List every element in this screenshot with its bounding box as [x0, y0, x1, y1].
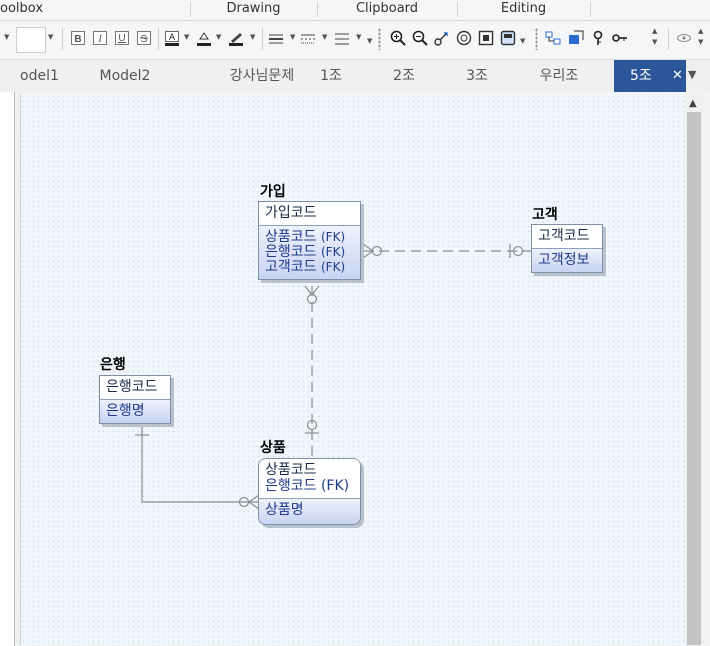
entity-product-title: 상품: [260, 440, 286, 456]
dropdown-arrow-icon[interactable]: ▼: [290, 33, 296, 41]
view-icon[interactable]: [676, 30, 692, 46]
ribbon-group-editing: Editing: [500, 1, 547, 16]
tab-instructor-problem[interactable]: 강사님문제: [229, 68, 295, 84]
left-panel: ✕: [0, 60, 20, 646]
entity-product[interactable]: 상품코드 은행코드 (FK) 상품명: [258, 458, 361, 525]
entity-bank-attr: 은행명: [106, 403, 145, 419]
relation-bank-product: [135, 427, 260, 510]
tab-team3[interactable]: 3조: [466, 68, 488, 84]
zoom-in-icon[interactable]: [390, 30, 406, 46]
entity-product-pk: 은행코드 (FK): [265, 478, 350, 494]
toolbar-grip-icon[interactable]: [535, 28, 538, 50]
overflow-arrow-icon[interactable]: ▲: [652, 27, 658, 35]
italic-icon[interactable]: I: [92, 30, 108, 46]
entity-join-pk: 가입코드: [265, 205, 317, 221]
entity-join[interactable]: 가입코드 상품코드 (FK) 은행코드 (FK) 고객코드 (FK): [258, 201, 361, 280]
display-options-icon[interactable]: [500, 30, 516, 46]
line-spacing-icon[interactable]: [334, 30, 350, 46]
entity-bank-pk: 은행코드: [106, 379, 158, 395]
overflow-arrow-icon[interactable]: ▼: [652, 38, 658, 46]
svg-text:U: U: [118, 33, 125, 44]
panel-content: [0, 82, 15, 646]
color-swatch[interactable]: [16, 27, 46, 53]
tab-team2[interactable]: 2조: [393, 68, 415, 84]
subject-area-icon[interactable]: [568, 30, 584, 46]
svg-text:S: S: [141, 34, 148, 45]
strikethrough-icon[interactable]: S: [136, 30, 152, 46]
entity-bank-title: 은행: [100, 357, 126, 373]
dropdown-arrow-icon[interactable]: ▼: [4, 33, 10, 41]
line-color-icon[interactable]: [228, 30, 244, 46]
bold-icon[interactable]: B: [70, 30, 86, 46]
key-group-icon[interactable]: [590, 30, 606, 46]
toolbar: ▼ ▼ B I U S A ▼ ▼ ▼ ▼ ▼ ▼ ▼ ▼: [0, 21, 710, 60]
ribbon-group-drawing: Drawing: [226, 1, 281, 16]
dropdown-arrow-icon[interactable]: ▼: [184, 33, 190, 41]
tab-close-icon[interactable]: ✕: [672, 68, 683, 83]
entity-join-attr: 은행코드 (FK): [265, 244, 346, 260]
entity-customer-title: 고객: [532, 207, 558, 223]
dropdown-arrow-icon[interactable]: ▼: [520, 37, 526, 45]
relation-join-product: [304, 285, 320, 458]
tab-model2[interactable]: Model2: [99, 68, 151, 84]
relation-icon[interactable]: [434, 30, 450, 46]
tab-list-dropdown-icon[interactable]: ▼: [688, 68, 697, 81]
line-style-icon[interactable]: [300, 30, 316, 46]
ribbon-group-clipboard: Clipboard: [355, 1, 419, 16]
tab-team5-label: 5조: [630, 68, 652, 84]
diagram-canvas[interactable]: 가입 가입코드 상품코드 (FK) 은행코드 (FK) 고객코드 (FK) 고객…: [20, 94, 686, 645]
dropdown-arrow-icon[interactable]: ▼: [216, 33, 222, 41]
zoom-fit-icon[interactable]: [456, 30, 472, 46]
dropdown-arrow-icon[interactable]: ▼: [322, 33, 328, 41]
entity-join-attr: 고객코드 (FK): [265, 259, 346, 275]
ribbon-group-toolbox: oolbox: [0, 1, 44, 16]
entity-join-title: 가입: [260, 184, 286, 200]
entity-bank[interactable]: 은행코드 은행명: [99, 375, 171, 424]
overflow-arrow-icon[interactable]: ▼: [698, 38, 704, 46]
entity-join-attr: 상품코드 (FK): [265, 229, 346, 245]
scroll-up-icon[interactable]: ▲: [689, 98, 697, 109]
entity-customer[interactable]: 고객코드 고객정보: [531, 224, 603, 273]
tab-our-team[interactable]: 우리조: [539, 68, 579, 84]
dropdown-arrow-icon[interactable]: ▼: [356, 33, 362, 41]
tab-team5[interactable]: 5조 ✕: [614, 60, 686, 92]
font-color-icon[interactable]: A: [164, 30, 180, 46]
svg-text:I: I: [97, 34, 102, 45]
entity-layout-icon[interactable]: [545, 30, 561, 46]
entity-customer-pk: 고객코드: [538, 228, 590, 244]
line-weight-icon[interactable]: [268, 30, 284, 46]
tab-model1[interactable]: odel1: [20, 68, 59, 84]
relation-join-customer: [362, 243, 531, 259]
overflow-arrow-icon[interactable]: ▲: [698, 27, 704, 35]
toolbar-grip-icon[interactable]: [378, 28, 381, 50]
ribbon-group-labels: oolbox Drawing Clipboard Editing: [0, 0, 710, 21]
entity-product-attr: 상품명: [265, 502, 304, 518]
dropdown-arrow-icon[interactable]: ▼: [48, 33, 54, 41]
zoom-out-icon[interactable]: [412, 30, 428, 46]
fill-color-icon[interactable]: [196, 30, 212, 46]
key-icon[interactable]: [612, 30, 628, 46]
model-tab-bar: odel1 Model2 강사님문제 1조 2조 3조 우리조 5조 ✕ ▼: [0, 60, 710, 92]
tab-team1[interactable]: 1조: [320, 68, 342, 84]
dropdown-arrow-icon[interactable]: ▼: [250, 33, 256, 41]
overflow-arrow-icon[interactable]: ▼: [367, 37, 373, 45]
svg-text:A: A: [169, 32, 175, 42]
fit-page-icon[interactable]: [478, 30, 494, 46]
scrollbar-thumb[interactable]: [687, 112, 701, 645]
svg-text:B: B: [74, 34, 81, 45]
entity-product-pk: 상품코드: [265, 462, 317, 478]
relationship-lines: [135, 243, 531, 510]
underline-icon[interactable]: U: [114, 30, 130, 46]
entity-customer-attr: 고객정보: [538, 252, 590, 268]
